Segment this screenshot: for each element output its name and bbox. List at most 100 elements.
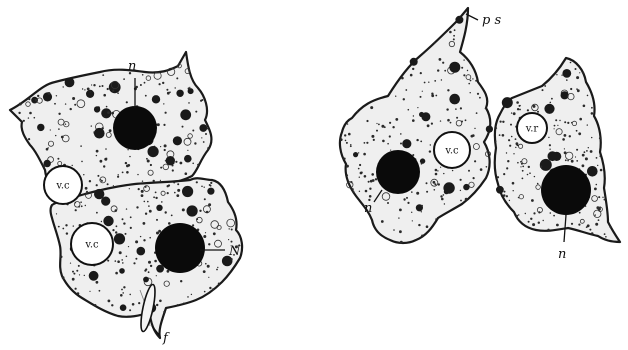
granule-dot bbox=[197, 164, 199, 166]
granule-dot bbox=[174, 192, 176, 194]
granule-dot bbox=[591, 112, 594, 115]
granule-dot bbox=[66, 232, 68, 234]
granule-dot bbox=[595, 214, 596, 215]
granule-dot bbox=[363, 153, 366, 156]
granule-dot bbox=[559, 120, 560, 121]
granule-dot bbox=[427, 124, 430, 127]
granule-dot bbox=[564, 148, 565, 149]
granule-dot bbox=[201, 186, 203, 188]
granule-dot bbox=[439, 58, 442, 61]
granule-dot bbox=[562, 138, 565, 141]
vacuole-left-top-label: v.c bbox=[55, 181, 70, 192]
granule-dot bbox=[129, 156, 130, 157]
granule-dot bbox=[81, 205, 83, 207]
granule-dot bbox=[525, 213, 526, 214]
granule-dot bbox=[548, 137, 549, 138]
granule-dot bbox=[554, 128, 555, 129]
food-granule bbox=[120, 304, 127, 311]
granule-dot bbox=[199, 210, 201, 212]
granule-dot bbox=[586, 226, 588, 228]
food-granule bbox=[152, 95, 160, 103]
granule-dot bbox=[401, 77, 404, 80]
granule-dot bbox=[118, 174, 119, 175]
food-granule bbox=[540, 159, 552, 171]
food-granule bbox=[449, 62, 460, 73]
granule-dot bbox=[430, 144, 431, 145]
granule-dot bbox=[156, 219, 158, 221]
granule-dot bbox=[107, 260, 109, 262]
granule-dot bbox=[213, 232, 216, 235]
granule-dot bbox=[371, 135, 374, 138]
granule-dot bbox=[126, 171, 129, 174]
granule-dot bbox=[591, 232, 594, 235]
granule-dot bbox=[372, 179, 375, 182]
granule-dot bbox=[145, 186, 147, 188]
granule-dot bbox=[567, 122, 569, 124]
granule-dot bbox=[382, 140, 385, 143]
granule-dot bbox=[204, 291, 206, 293]
granule-dot bbox=[123, 286, 125, 288]
granule-dot bbox=[72, 278, 75, 281]
granule-dot bbox=[82, 88, 83, 89]
granule-dot bbox=[399, 230, 402, 233]
granule-dot bbox=[360, 172, 363, 175]
granule-dot bbox=[506, 152, 507, 153]
granule-dot bbox=[194, 142, 196, 144]
granule-dot bbox=[529, 172, 531, 174]
granule-dot bbox=[154, 260, 157, 263]
granule-dot bbox=[106, 158, 107, 159]
food-granule bbox=[94, 106, 100, 112]
vacuole-right-b-label: v.r bbox=[525, 124, 539, 135]
vacuole-right-a-label: v.c bbox=[444, 146, 459, 157]
granule-dot bbox=[129, 294, 131, 296]
food-granule bbox=[419, 112, 424, 117]
granule-dot bbox=[37, 95, 39, 97]
granule-dot bbox=[65, 103, 66, 104]
granule-dot bbox=[209, 287, 211, 289]
granule-dot bbox=[352, 191, 354, 193]
granule-dot bbox=[43, 165, 45, 167]
granule-dot bbox=[144, 82, 146, 84]
granule-dot bbox=[460, 190, 461, 191]
granule-dot bbox=[426, 191, 428, 193]
food-granule bbox=[410, 58, 418, 66]
granule-dot bbox=[164, 149, 166, 151]
granule-dot bbox=[582, 164, 585, 167]
granule-dot bbox=[503, 173, 505, 175]
granule-dot bbox=[516, 101, 519, 104]
granule-dot bbox=[549, 149, 550, 150]
granule-dot bbox=[578, 224, 580, 226]
granule-dot bbox=[203, 141, 205, 143]
granule-dot bbox=[56, 95, 57, 96]
granule-dot bbox=[93, 84, 95, 86]
granule-dot bbox=[579, 72, 580, 73]
granule-dot bbox=[421, 163, 423, 165]
granule-dot bbox=[58, 226, 60, 228]
granule-dot bbox=[187, 296, 189, 298]
granule-dot bbox=[515, 147, 516, 148]
granule-dot bbox=[598, 219, 600, 221]
granule-dot bbox=[104, 116, 105, 117]
granule-dot bbox=[206, 211, 209, 214]
granule-dot bbox=[208, 243, 210, 245]
granule-dot bbox=[75, 202, 76, 203]
granule-dot bbox=[528, 166, 530, 168]
granule-dot bbox=[347, 123, 348, 124]
granule-dot bbox=[217, 267, 218, 268]
granule-dot bbox=[513, 153, 514, 154]
nucleus-left-top bbox=[113, 106, 157, 150]
granule-dot bbox=[85, 187, 88, 190]
granule-dot bbox=[146, 158, 148, 160]
granule-dot bbox=[364, 175, 367, 178]
granule-dot bbox=[102, 85, 104, 87]
granule-dot bbox=[125, 162, 127, 164]
granule-dot bbox=[416, 139, 418, 141]
granule-dot bbox=[122, 292, 124, 294]
granule-dot bbox=[76, 270, 78, 272]
granule-dot bbox=[138, 302, 140, 304]
food-granule bbox=[587, 166, 598, 177]
granule-dot bbox=[62, 276, 65, 279]
food-granule bbox=[496, 186, 504, 194]
granule-dot bbox=[497, 176, 499, 178]
granule-dot bbox=[160, 146, 161, 147]
